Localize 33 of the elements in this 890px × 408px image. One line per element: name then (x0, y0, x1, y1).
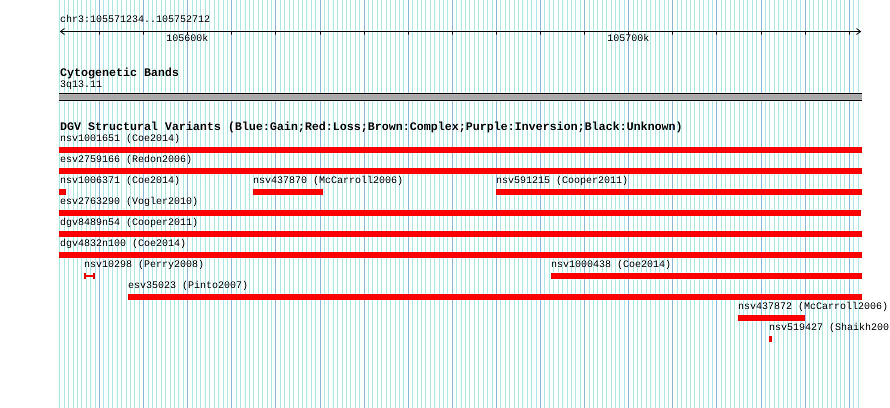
tick-label: 105700k (607, 34, 650, 46)
variant-bar (769, 336, 772, 342)
variant-label: dgv4832n100 (Coe2014) (60, 239, 186, 251)
variant-bar (551, 273, 862, 279)
band-label: 3q13.11 (60, 80, 102, 92)
variant-label: dgv8489n54 (Cooper2011) (60, 218, 198, 230)
variant-interval (84, 273, 95, 279)
variant-label: nsv437872 (McCarroll2006) (738, 302, 888, 314)
variant-bar (738, 315, 805, 321)
variant-bar (496, 189, 862, 195)
variant-label: nsv10298 (Perry2008) (84, 260, 204, 272)
track-title: Cytogenetic Bands (60, 67, 179, 80)
variant-label: nsv437870 (McCarroll2006) (253, 176, 404, 188)
variant-label: esv2759166 (Redon2006) (60, 155, 192, 167)
variant-label: nsv591215 (Cooper2011) (496, 176, 628, 188)
track-title: DGV Structural Variants (Blue:Gain;Red:Loss;Brown:Complex;Purple:Inversion;Black:Unknown) (60, 121, 683, 134)
variant-bar (253, 189, 323, 195)
variant-label: esv2763290 (Vogler2010) (60, 197, 198, 209)
variant-label: nsv1000438 (Coe2014) (551, 260, 672, 272)
variant-bar (59, 210, 861, 216)
variant-bar (59, 189, 66, 195)
variant-label: nsv1006371 (Coe2014) (60, 176, 180, 188)
tick-label: 105600k (166, 34, 208, 46)
coordinate-label: chr3:105571234..105752712 (60, 15, 210, 27)
variant-bar (128, 294, 862, 300)
variant-bar (59, 168, 862, 174)
variant-bar (59, 231, 862, 237)
variant-label: nsv1001651 (Coe2014) (60, 134, 180, 146)
cytoband-bar (59, 93, 862, 101)
variant-label: esv35023 (Pinto2007) (128, 281, 248, 293)
variant-bar (59, 147, 862, 153)
variant-bar (59, 252, 862, 258)
variant-label: nsv519427 (Shaikh200 (769, 323, 890, 335)
